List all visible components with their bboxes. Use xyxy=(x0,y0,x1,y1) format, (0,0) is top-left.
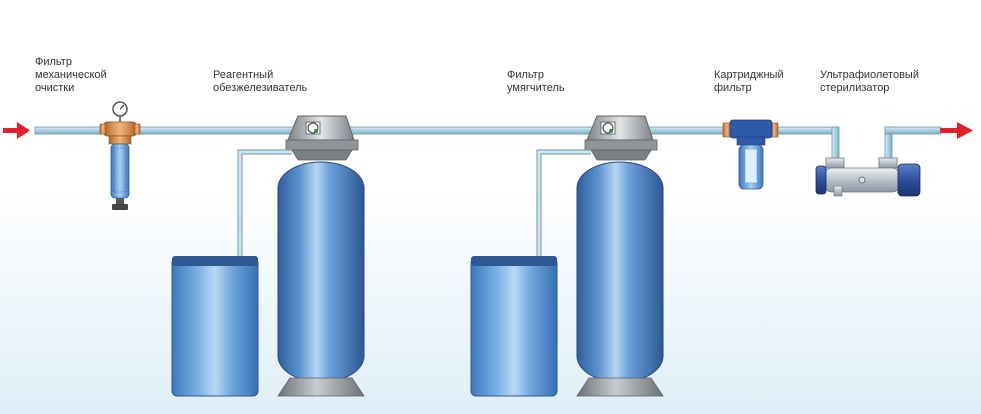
brine-tank-2 xyxy=(470,149,591,397)
softener-tank xyxy=(576,161,664,397)
label-uv-sterilizer: Ультрафиолетовый стерилизатор xyxy=(820,69,919,94)
main-pipe xyxy=(34,126,836,135)
uv-pipes xyxy=(831,126,942,162)
label-softener: Фильтр умягчитель xyxy=(507,69,565,94)
iron-remover-tank xyxy=(277,161,365,397)
label-iron-remover: Реагентный обезжелезиватель xyxy=(213,69,308,94)
uv-sterilizer xyxy=(815,157,921,197)
label-cartridge-filter: Картриджный фильтр xyxy=(714,69,784,94)
softener-valve xyxy=(584,115,658,161)
iron-remover-valve xyxy=(285,115,359,161)
gauge-icon xyxy=(602,122,614,134)
cartridge-filter xyxy=(722,119,779,190)
label-mechanical-filter: Фильтр механической очистки xyxy=(35,56,107,94)
right-arrow-icon xyxy=(940,122,973,139)
gauge-icon xyxy=(307,122,319,134)
gauge-icon xyxy=(112,101,128,117)
mechanical-filter xyxy=(99,101,141,210)
brine-tank-1 xyxy=(171,149,292,397)
right-arrow-icon xyxy=(3,122,30,139)
